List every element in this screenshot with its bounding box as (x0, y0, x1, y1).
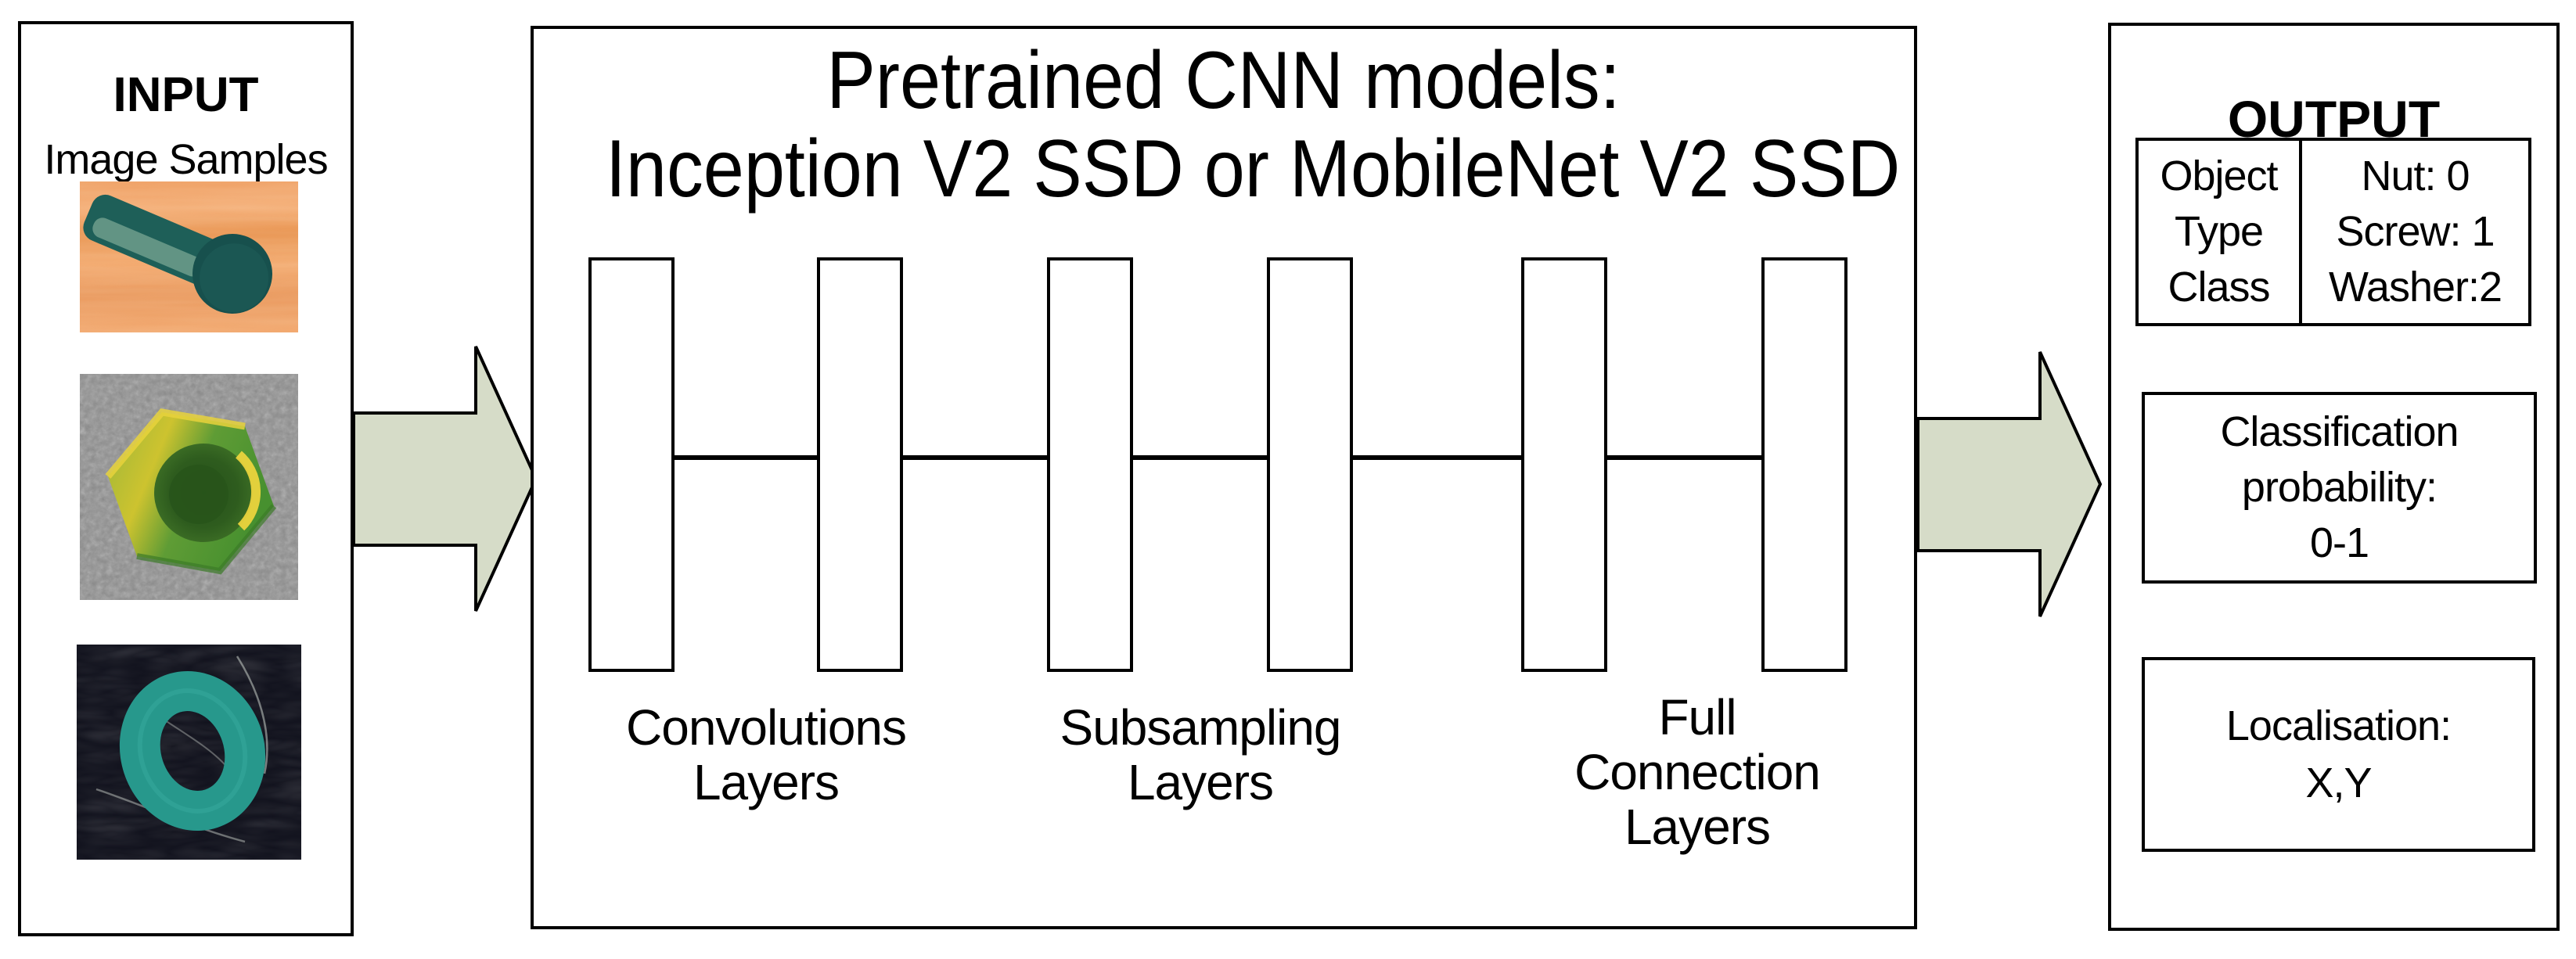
localisation-box: Localisation: X,Y (2142, 657, 2535, 852)
cnn-layer-rect-2 (817, 257, 903, 672)
object-type-class-table: Object Type Class Nut: 0 Screw: 1 Washer… (2135, 138, 2531, 326)
arrow-shape (1916, 351, 2103, 617)
cnn-panel: Pretrained CNN models: Inception V2 SSD … (531, 26, 1917, 929)
input-panel: INPUT Image Samples (18, 21, 354, 936)
full-connection-layers-label: Full Connection Layers (1574, 689, 1821, 855)
nut-photo (80, 374, 298, 600)
flow-arrow-input-to-cnn (352, 346, 538, 612)
cnn-layer-rect-3 (1047, 257, 1133, 672)
convolutions-layers-label: Convolutions Layers (626, 699, 907, 810)
cnn-layer-rect-6 (1761, 257, 1847, 672)
cnn-title-line2: Inception V2 SSD or MobileNet V2 SSD (605, 124, 1901, 214)
flow-arrow-cnn-to-output (1916, 351, 2103, 617)
screw-photo (80, 181, 298, 332)
input-title: INPUT (113, 68, 259, 122)
cnn-layer-rect-4 (1267, 257, 1353, 672)
nut-shape (105, 408, 277, 575)
input-subtitle: Image Samples (44, 136, 328, 183)
cnn-title: Pretrained CNN models: Inception V2 SSD … (534, 37, 1914, 214)
cnn-connector-segment (1133, 455, 1267, 460)
washer-photo (77, 645, 301, 860)
cnn-layer-rect-1 (588, 257, 675, 672)
output-panel: OUTPUT Object Type Class Nut: 0 Screw: 1… (2108, 23, 2560, 931)
cnn-connector-segment (1607, 455, 1761, 460)
cnn-connector-segment (903, 455, 1047, 460)
washer-shape (119, 670, 266, 831)
subsampling-layers-label: Subsampling Layers (1060, 699, 1342, 810)
cnn-layer-rect-5 (1521, 257, 1607, 672)
class-table-right-cell: Nut: 0 Screw: 1 Washer:2 (2328, 153, 2502, 311)
cnn-connector-segment (1353, 455, 1521, 460)
cnn-title-line1: Pretrained CNN models: (826, 35, 1621, 126)
cnn-connector-segment (675, 455, 817, 460)
classification-probability-box: Classification probability: 0-1 (2142, 392, 2537, 584)
arrow-shape (352, 346, 538, 612)
screw-shape (83, 194, 272, 314)
class-table-left-cell: Object Type Class (2139, 141, 2302, 323)
